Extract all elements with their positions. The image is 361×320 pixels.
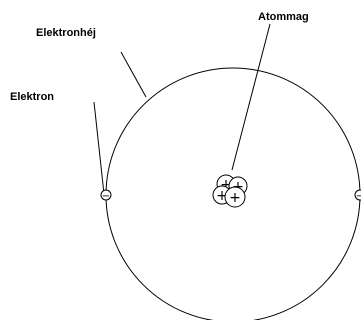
- nucleus: + + + +: [213, 175, 247, 207]
- proton-symbol: +: [229, 190, 241, 206]
- electron-right: −: [355, 190, 361, 202]
- electron-symbol: −: [356, 191, 361, 202]
- electron-label: Elektron: [10, 91, 54, 103]
- proton: +: [225, 187, 245, 207]
- nucleus-label: Atommag: [258, 11, 309, 23]
- electron-leader-line: [94, 102, 104, 194]
- electron-symbol: −: [102, 191, 110, 202]
- shell-leader-line: [121, 52, 146, 97]
- electron-left: −: [101, 190, 111, 202]
- nucleus-leader-line: [232, 24, 270, 170]
- shell-label: Elektronhéj: [36, 27, 96, 39]
